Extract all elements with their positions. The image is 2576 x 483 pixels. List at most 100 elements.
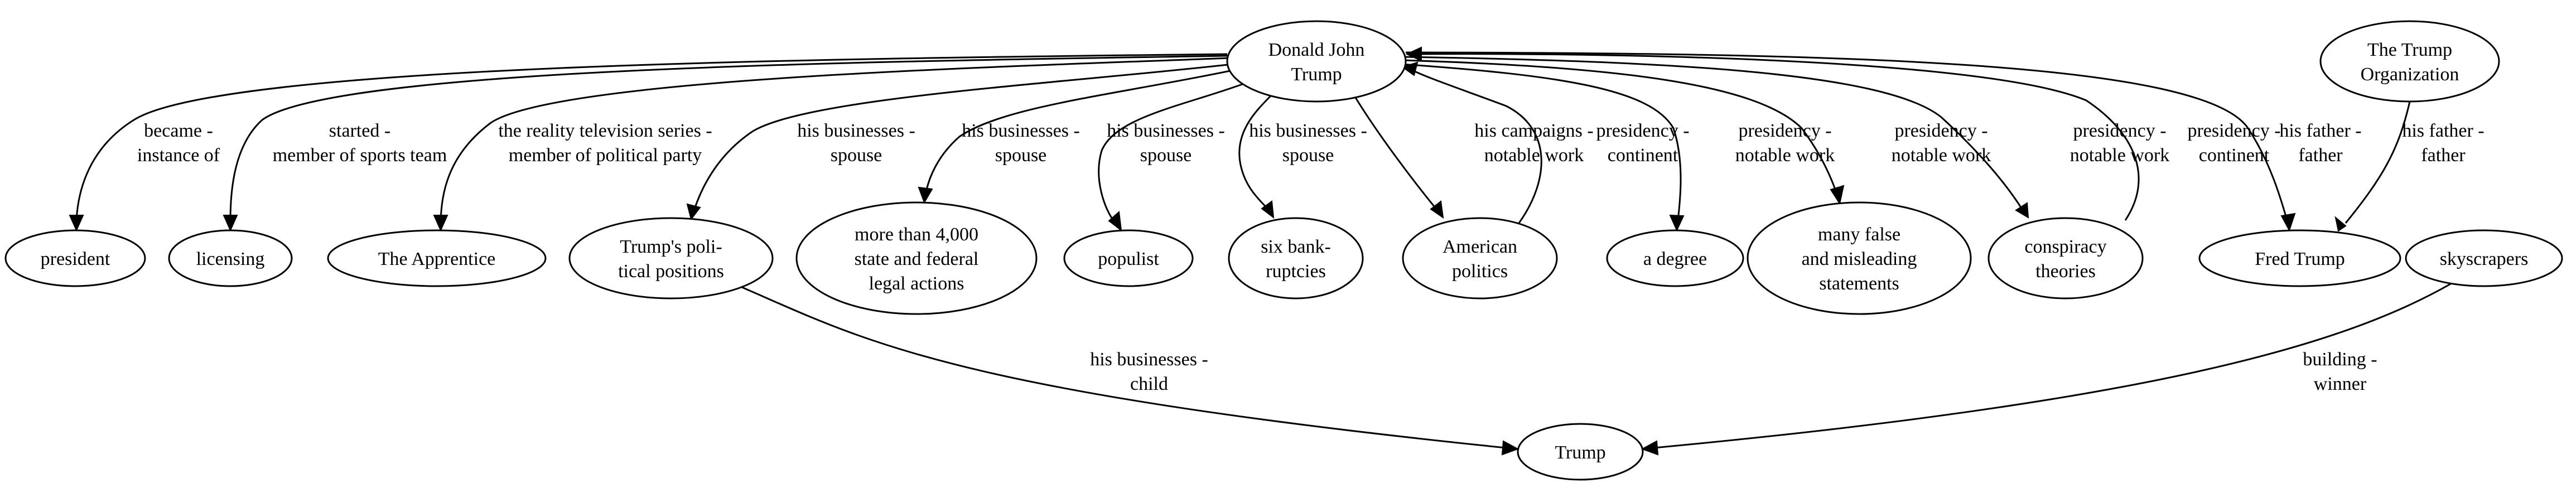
edge-trump-main-to-american-politics: his campaigns -notable work: [1354, 97, 1594, 219]
edge-label: building - winner: [2303, 349, 2377, 394]
node-label-line-1: populist: [1098, 249, 1159, 269]
arrowhead-icon: [433, 215, 448, 232]
arrowhead-icon: [1430, 200, 1444, 219]
node-ellipse: [1606, 229, 1744, 287]
edge-trump-main-to-fred: his father -father: [1405, 51, 2362, 232]
node-label-line-1: The Apprentice: [378, 249, 496, 269]
edge-label: presidency - notable work: [1892, 120, 1991, 166]
node-label-line-1: licensing: [196, 249, 265, 269]
node-populist: populist: [1063, 229, 1194, 287]
edge-label-line-1: his businesses -: [962, 120, 1080, 141]
node-false-statements: many false and misleading statements: [1747, 201, 1972, 315]
node-label-line-2: state and federal: [855, 249, 979, 269]
edge-skyscrapers-to-trump: building - winner: [1641, 282, 2452, 456]
edge-label-line-1: became -: [144, 120, 213, 141]
edge-label-line-2: child: [1130, 374, 1168, 394]
arrowhead-icon: [1641, 440, 1659, 456]
node-label-line-1: Fred Trump: [2255, 249, 2345, 269]
node-ellipse: [2319, 20, 2500, 103]
edge-label-line-2: continent: [2199, 145, 2270, 166]
edge-label-line-2: winner: [2314, 374, 2367, 394]
edge-conspiracy-to-trump-main: presidency - continent: [1405, 46, 2281, 221]
arrowhead-icon: [2334, 216, 2347, 232]
node-licensing: licensing: [168, 229, 293, 287]
node-ellipse: [795, 201, 1038, 315]
node-ellipse: [327, 229, 547, 287]
edge-line: [693, 63, 1233, 210]
node-label-line-1: many false: [1818, 224, 1900, 245]
edge-label: became - instance of: [137, 120, 220, 166]
node-label-line-1: president: [41, 249, 110, 269]
edge-label-line-2: spouse: [831, 145, 882, 166]
edge-line: [1411, 69, 1542, 224]
node-conspiracy: conspiracy theories: [1988, 217, 2144, 300]
arrowhead-icon: [686, 203, 701, 221]
edge-line: [1401, 63, 1682, 221]
edge-label-line-2: notable work: [1484, 145, 1584, 166]
edge-label: his father -father: [2279, 120, 2361, 166]
node-label-line-1: six bank-: [1261, 236, 1331, 257]
edge-trump-main-to-legal: his businesses -spouse: [918, 69, 1236, 204]
edge-label-line-1: the reality television series -: [498, 120, 712, 141]
edge-line: [2345, 101, 2411, 224]
edge-trump-main-to-populist: his businesses -spouse: [1098, 83, 1244, 232]
node-apprentice: The Apprentice: [327, 229, 547, 287]
edge-label-line-1: building -: [2303, 349, 2377, 370]
edge-trump-org-to-fred: his father -father: [2334, 101, 2485, 232]
edge-label-line-2: member of political party: [509, 145, 702, 166]
edge-trump-main-to-president: became - instance of: [69, 53, 1228, 232]
edge-label: the reality television series - member of…: [498, 120, 712, 166]
node-label-line-3: statements: [1819, 273, 1899, 294]
node-label-line-2: and misleading: [1802, 249, 1917, 269]
node-label-line-2: theories: [2035, 261, 2096, 282]
arrowhead-icon: [69, 215, 84, 232]
node-label-line-1: more than 4,000: [855, 224, 978, 245]
node-ellipse: [568, 217, 774, 300]
node-label-line-1: skyscrapers: [2440, 249, 2529, 269]
node-label-line-2: politics: [1452, 261, 1508, 282]
node-trump: Trump: [1517, 423, 1644, 481]
edge-label: his businesses - child: [1090, 349, 1208, 394]
edge-label-line-2: notable work: [1892, 145, 1991, 166]
edge-trump-main-to-false-statements: presidency - notable work: [1402, 59, 1991, 205]
arrowhead-icon: [2015, 202, 2029, 219]
node-ellipse: [4, 229, 146, 287]
node-ellipse: [1747, 201, 1972, 315]
edge-positions-to-trump: his businesses - child: [741, 286, 1519, 456]
edge-label-line-2: continent: [1608, 145, 1678, 166]
edge-label: his businesses -spouse: [1107, 120, 1225, 166]
edge-label-line-2: instance of: [137, 145, 220, 166]
node-ellipse: [1517, 423, 1644, 481]
edge-trump-main-to-apprentice: the reality television series - member of…: [433, 57, 1231, 232]
node-bankruptcies: six bank-ruptcies: [1228, 217, 1364, 300]
node-label-line-1: conspiracy: [2024, 236, 2106, 257]
edge-line: [1354, 97, 1437, 210]
node-president: president: [4, 229, 146, 287]
edge-label-line-2: notable work: [1735, 145, 1835, 166]
arrowhead-icon: [1108, 210, 1122, 232]
edge-label: presidency - notable work: [1735, 120, 1835, 166]
node-label-line-1: Donald John: [1268, 40, 1365, 60]
node-ellipse: [2405, 229, 2563, 287]
edge-label-line-2: member of sports team: [273, 145, 447, 166]
edge-trump-main-to-conspiracy: presidency - notable work: [1404, 56, 2169, 219]
edge-label: his campaigns -notable work: [1474, 120, 1593, 166]
edge-label: presidency -continent: [1596, 120, 1689, 166]
arrowhead-icon: [918, 186, 933, 204]
edge-label-line-1: his father -: [2279, 120, 2361, 141]
edge-label: his businesses -spouse: [1249, 120, 1367, 166]
node-label-line-2: ruptcies: [1266, 261, 1326, 282]
edge-label-line-1: his businesses -: [1090, 349, 1208, 370]
edge-label-line-1: started -: [329, 120, 390, 141]
arrowhead-icon: [1830, 185, 1845, 205]
edge-label-line-1: presidency -: [1738, 120, 1831, 141]
edge-line: [1653, 282, 2452, 449]
edge-line: [1416, 53, 2140, 221]
node-label-line-2: Trump: [1291, 64, 1342, 85]
edge-line: [741, 286, 1507, 449]
edge-label-line-2: father: [2421, 145, 2466, 166]
edge-label-line-1: presidency -: [1894, 120, 1988, 141]
